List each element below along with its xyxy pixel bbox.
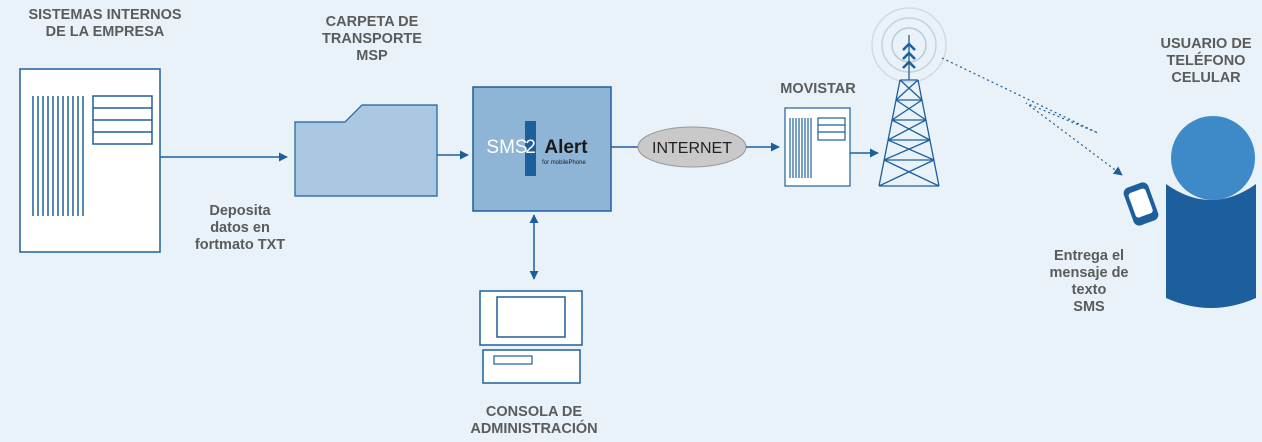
label-line: SMS [1073, 299, 1105, 315]
sms2alert-alert-text: Alert [544, 137, 588, 158]
label-line: fortmato TXT [194, 237, 286, 253]
deposit-label: Deposita datos en fortmato TXT [177, 203, 303, 254]
console-label: CONSOLA DE ADMINISTRACIÓN [444, 404, 624, 438]
label-line: SISTEMAS INTERNOS [28, 7, 182, 23]
label-line: CARPETA DE [325, 14, 419, 30]
label-line: USUARIO DE [1160, 36, 1252, 52]
transport-folder-icon [294, 104, 438, 197]
label-line: CELULAR [1171, 70, 1241, 86]
label-line: TELÉFONO [1166, 53, 1246, 69]
sms2alert-box: SMS 2 Alert for mobilePhone [472, 86, 612, 212]
sms2alert-sms-text: SMS [486, 137, 527, 158]
label-line: ADMINISTRACIÓN [470, 421, 598, 437]
label-line: TRANSPORTE [322, 31, 422, 47]
label-line: MSP [356, 48, 388, 64]
movistar-label: MOVISTAR [780, 81, 856, 97]
internal-systems-label: SISTEMAS INTERNOS DE LA EMPRESA [0, 7, 210, 41]
delivers-sms-label: Entrega el mensaje de texto SMS [1034, 248, 1144, 316]
user-label: USUARIO DE TELÉFONO CELULAR [1137, 36, 1262, 87]
label-line: datos en [210, 220, 270, 236]
admin-console-computer-icon [479, 290, 583, 384]
user-figure-icon [1166, 116, 1256, 308]
label-line: CONSOLA DE [485, 404, 583, 420]
internal-systems-server-icon [19, 68, 161, 253]
label-line: mensaje de [1049, 265, 1129, 281]
label-line: texto [1071, 282, 1107, 298]
label-line: Deposita [209, 203, 271, 219]
label-line: Entrega el [1053, 248, 1125, 264]
internet-label: INTERNET [652, 140, 732, 157]
antenna-tower-icon [878, 35, 940, 187]
label-line: DE LA EMPRESA [45, 24, 165, 40]
movistar-server-icon [784, 107, 851, 187]
sms2alert-tagline-text: for mobilePhone [542, 160, 586, 166]
wireless-signal-path [941, 57, 1123, 176]
mobile-phone-icon [1123, 182, 1159, 226]
transport-folder-label: CARPETA DE TRANSPORTE MSP [297, 14, 447, 65]
sms2alert-two-text: 2 [525, 137, 536, 158]
